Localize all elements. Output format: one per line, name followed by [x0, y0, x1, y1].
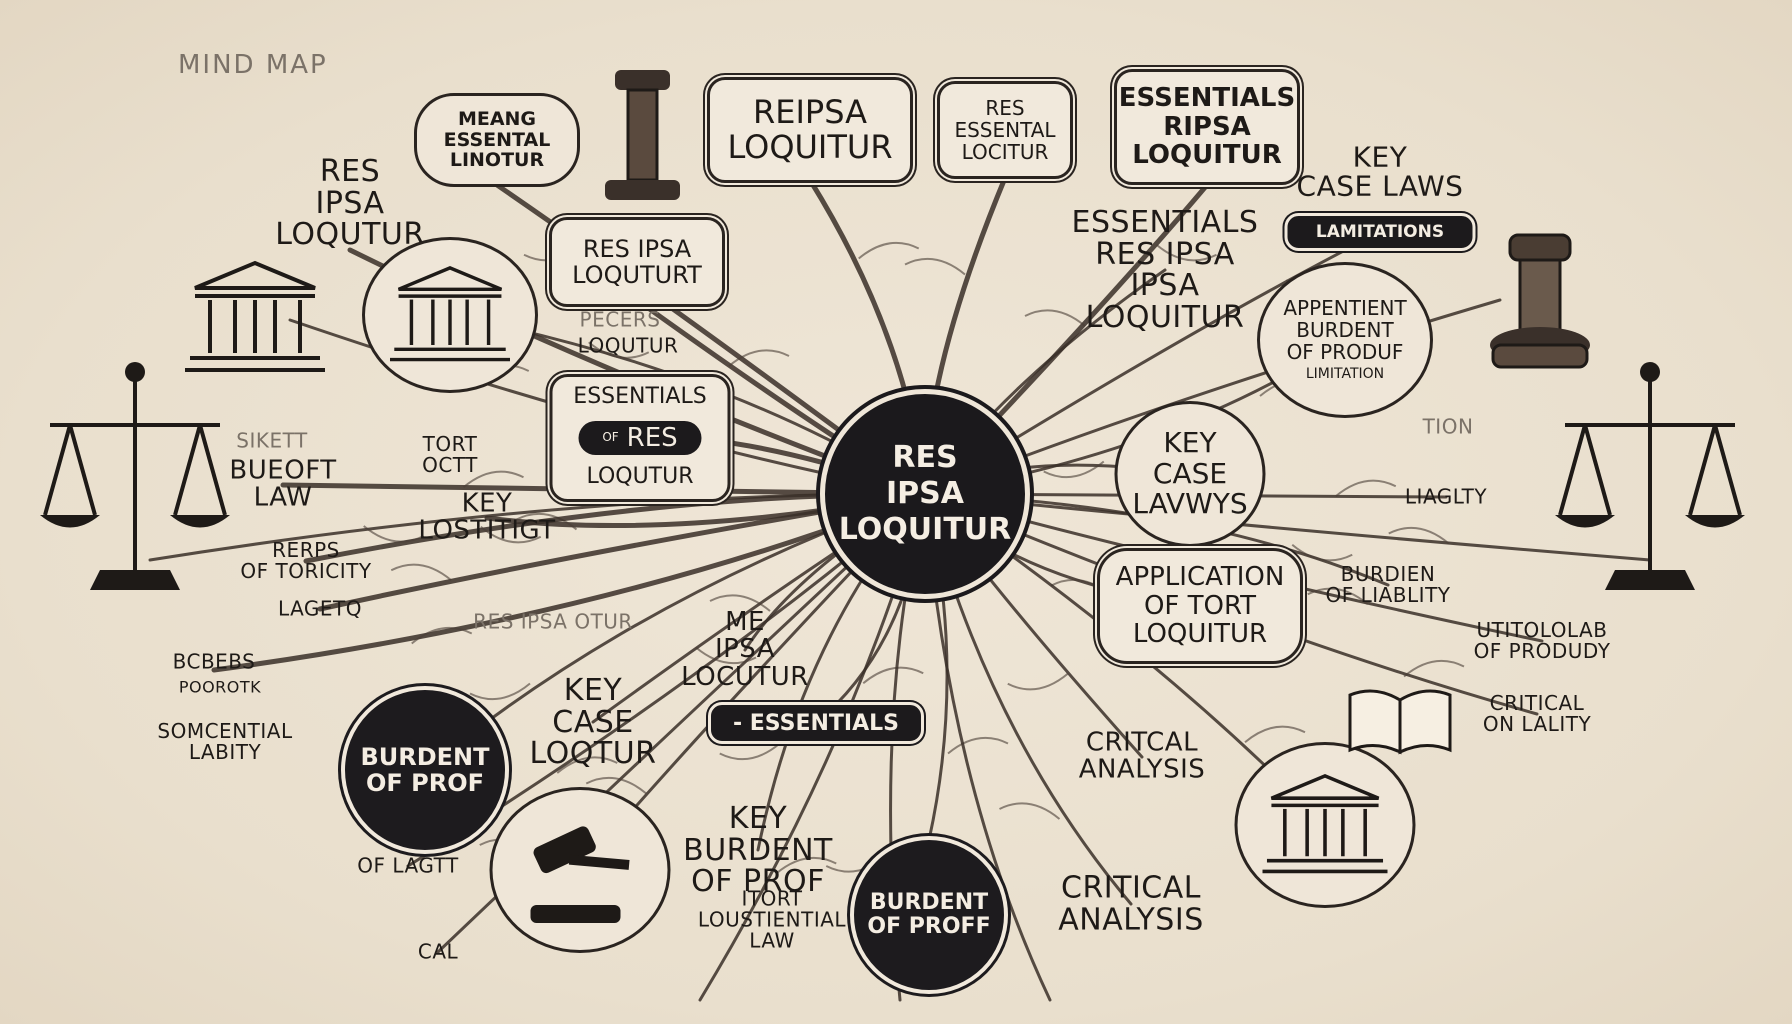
twig-line	[904, 257, 966, 276]
label-res-ipsa-faint: RES IPSA OTUR	[473, 609, 633, 634]
twig-line	[480, 525, 542, 544]
twig-line	[775, 856, 837, 875]
label-itort-law: ITORT LOUSTIENTIAL LAW	[697, 886, 847, 953]
res-pill: OF RES	[578, 421, 702, 455]
label-siket: SIKETT	[236, 428, 308, 453]
twig-line	[1024, 309, 1086, 327]
label-essentials-res-ipsa: ESSENTIALS RES IPSA IPSA LOQUITUR	[1071, 205, 1259, 335]
loqutur-text: LOQUTUR	[586, 463, 694, 489]
limitation-text: LIMITATION	[1305, 366, 1385, 383]
label-critical-on-lality: CRITICAL ON LALITY	[1482, 691, 1592, 736]
label-utdold: UTITOLOLAB OF PRODUDY	[1473, 618, 1611, 663]
label-burdien-liability: BURDIEN OF LIABLITY	[1325, 562, 1451, 607]
gavel-icon	[530, 826, 630, 923]
twig-line	[858, 241, 920, 260]
twig-line	[556, 756, 618, 774]
twig-line	[695, 646, 757, 665]
courthouse-medallion-right	[1234, 742, 1416, 908]
label-key-lostitigt: KEY LOSTITIGT	[418, 488, 556, 546]
label-rerps-of-toricity: RERPS OF TORICITY	[240, 538, 372, 583]
twig-line	[728, 349, 790, 367]
label-pecers: PECERS	[579, 307, 661, 332]
twig-line	[1244, 725, 1306, 744]
res-text: RES	[626, 422, 678, 453]
gavel-stand-icon	[1490, 233, 1590, 369]
node-application[interactable]: APPLICATION OF TORT LOQUITUR	[1097, 548, 1303, 664]
twig-line	[363, 525, 425, 543]
label-somcential-labity: SOMCENTIAL LABITY	[157, 719, 293, 764]
twig-line	[462, 470, 524, 489]
twig-line	[1155, 243, 1217, 262]
twig-line	[1291, 543, 1353, 562]
twig-line	[1007, 672, 1069, 691]
twig-line	[585, 776, 647, 795]
label-tort-octt: TORT OCTT	[422, 432, 478, 477]
node-essentials-res[interactable]: ESSENTIALS OF RES LOQUTUR	[549, 374, 731, 502]
appentient-text: APPENTIENT BURDENT OF PRODUF	[1283, 296, 1407, 365]
scales-of-justice-icon-right	[1555, 362, 1745, 590]
label-key-case-laws: KEY CASE LAWS	[1296, 140, 1464, 203]
courthouse-medallion	[362, 237, 538, 393]
essentials-banner[interactable]: - ESSENTIALS	[708, 702, 924, 744]
label-tion: TION	[1422, 414, 1474, 439]
courthouse-icon	[390, 266, 510, 362]
courthouse-icon	[185, 260, 325, 372]
twig-line	[411, 626, 473, 645]
twig-line	[1388, 526, 1450, 545]
label-loqutur: LOQUTUR	[577, 333, 679, 358]
node-essentials-ripsa[interactable]: ESSENTIALS RIPSA LOQUITUR	[1114, 69, 1300, 185]
essentials-text: ESSENTIALS	[573, 384, 707, 409]
of-text: OF	[602, 430, 619, 445]
twig-line	[588, 341, 650, 359]
label-tort-law: BUEOFT LAW	[229, 455, 337, 513]
gavel-medallion	[489, 787, 671, 953]
courthouse-icon	[1262, 773, 1388, 874]
node-reipsa-loquitur[interactable]: REIPSA LOQUITUR	[707, 77, 913, 183]
node-key-case-lavwys[interactable]: KEY CASE LAVWYS	[1114, 401, 1266, 547]
twig-line	[947, 736, 1009, 755]
node-burdent-of-proff[interactable]: BURDENT OF PROFF	[850, 836, 1008, 994]
twig-line	[469, 682, 531, 701]
twig-line	[709, 594, 771, 612]
page-title: MIND MAP	[178, 50, 328, 80]
twig-line	[1043, 460, 1105, 479]
scales-of-justice-icon	[40, 362, 230, 590]
twig-line	[999, 802, 1061, 820]
twig-line	[516, 512, 578, 531]
node-appentient[interactable]: APPENTIENT BURDENT OF PRODUF LIMITATION	[1257, 262, 1433, 418]
central-node[interactable]: RES IPSA LOQUITUR	[820, 389, 1030, 599]
open-book-icon	[1348, 689, 1452, 755]
label-cal: CAL	[417, 939, 459, 964]
twig-line	[719, 742, 781, 761]
node-res-essental[interactable]: RES ESSENTAL LOCITUR	[937, 81, 1073, 179]
node-lamitations[interactable]: LAMITATIONS	[1284, 213, 1476, 251]
gavel-block-icon	[605, 70, 680, 200]
label-critical-analysis: CRITICAL ANALYSIS	[1058, 870, 1204, 937]
label-key-burdent: KEY BURDENT OF PROF	[683, 800, 833, 899]
label-bcbebs: BCBEBS	[172, 649, 256, 674]
label-of-lagtt: OF LAGTT	[357, 853, 459, 878]
label-critcal-analysis: CRITCAL ANALYSIS	[1078, 727, 1206, 785]
node-res-ipsa-loquturt[interactable]: RES IPSA LOQUTURT	[549, 217, 725, 307]
twig-line	[862, 666, 924, 685]
label-me-ipsa-locutur: ME IPSA LOCUTUR	[681, 607, 809, 692]
twig-line	[390, 563, 452, 582]
twig-line	[1403, 659, 1465, 678]
label-poorotk: POOROTK	[178, 677, 262, 697]
node-burdent-of-prof[interactable]: BURDENT OF PROF	[341, 686, 509, 854]
twig-line	[1307, 587, 1369, 606]
node-meang[interactable]: MEANG ESSENTAL LINOTUR	[414, 93, 580, 187]
label-liaglty: LIAGLTY	[1404, 484, 1488, 509]
label-key-case-loqtur: KEY CASE LOQTUR	[529, 672, 657, 771]
twig-line	[1335, 479, 1397, 498]
label-lagetq: LAGETQ	[277, 596, 363, 621]
label-res-ipsa-loqutur: RES IPSA LOQUTUR	[275, 153, 425, 252]
